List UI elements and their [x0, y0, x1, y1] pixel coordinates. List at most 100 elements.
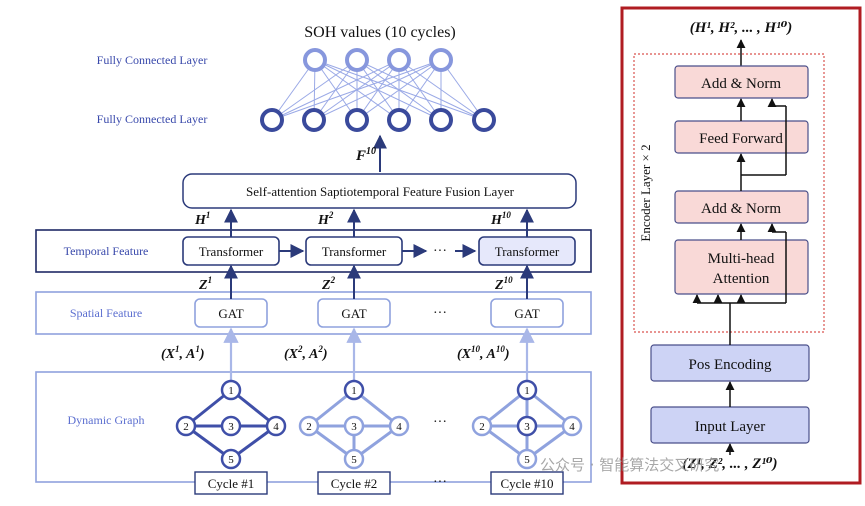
xa-close: ) — [198, 347, 205, 362]
cycle-box — [317, 471, 391, 495]
z-label-base: Z — [198, 278, 208, 293]
cycle-label: Cycle #10 — [500, 476, 553, 491]
cycle-label: Cycle #1 — [208, 476, 255, 491]
graph-node-1 — [220, 379, 242, 401]
cycle-label: Cycle #2 — [331, 476, 378, 491]
encoder-input-label: (Z¹, Z², ... , Z¹⁰) — [682, 456, 777, 472]
fc-connection — [314, 59, 442, 121]
xa-label: (X1, A1) — [161, 344, 205, 362]
graph-node-2 — [298, 415, 320, 437]
graph-node-label: 5 — [524, 454, 530, 466]
fc-bottom-neuron — [260, 108, 284, 132]
encoder-layer-label: Encoder Layer × 2 — [638, 144, 653, 241]
watermark: 公众号 · 智能算法交叉研究 — [540, 456, 719, 474]
gat-label: GAT — [341, 306, 366, 321]
fc-connection — [314, 59, 358, 121]
gat-label: GAT — [218, 306, 243, 321]
transformer-label: Transformer — [322, 244, 387, 259]
graph-node-label: 2 — [183, 421, 189, 433]
h-label-base: H — [317, 213, 330, 228]
z-label-sup: 10 — [504, 275, 514, 285]
h-label-sup: 1 — [206, 210, 211, 220]
fusion-layer-label: Self-attention Saptiotemporal Feature Fu… — [246, 184, 515, 199]
graph-node-label: 4 — [569, 421, 575, 433]
encoder-output-title: (H¹, H², ... , H¹⁰) — [690, 20, 793, 36]
fc-bottom-nodes — [260, 108, 496, 132]
graph-node-5 — [343, 448, 365, 470]
fusion-output-label: F10 — [355, 146, 376, 164]
soh-title: SOH values (10 cycles) — [304, 24, 456, 41]
fc-bottom-neuron — [472, 108, 496, 132]
encoder-arrows — [692, 98, 787, 455]
graph-node-3 — [220, 415, 242, 437]
fc-top-nodes — [303, 48, 453, 72]
graph-node-label: 1 — [351, 385, 357, 397]
temporal-label: Temporal Feature — [64, 244, 149, 258]
graph-node-2 — [175, 415, 197, 437]
fc-connection — [314, 59, 400, 121]
h-label-base: H — [490, 213, 503, 228]
graph-node-5 — [220, 448, 242, 470]
spatial-label: Spatial Feature — [70, 306, 142, 320]
fc-bottom-neuron — [387, 108, 411, 132]
xa-label: (X2, A2) — [284, 344, 328, 362]
fusion-output-sup: 10 — [366, 146, 376, 157]
graph-node-2 — [471, 415, 493, 437]
xa-x-sup: 2 — [297, 344, 303, 354]
xa-close: ) — [321, 347, 328, 362]
feed-forward-label: Feed Forward — [699, 131, 783, 147]
h-label: H1 — [194, 210, 210, 228]
graph-node-label: 1 — [228, 385, 234, 397]
graph-node-label: 3 — [228, 421, 234, 433]
cycle-box — [194, 471, 268, 495]
transformer-label: Transformer — [495, 244, 560, 259]
z-label-base: Z — [494, 278, 504, 293]
encoder-layer-dashed-box — [633, 53, 825, 333]
xa-a-sup: 2 — [317, 344, 323, 354]
z-label-base: Z — [321, 278, 331, 293]
graph-node-1 — [343, 379, 365, 401]
graph-node-4 — [388, 415, 410, 437]
gat-label: GAT — [514, 306, 539, 321]
xa-x-sup: 1 — [175, 344, 180, 354]
z-label-sup: 2 — [330, 275, 336, 285]
graph-node-label: 3 — [524, 421, 530, 433]
graph-node-3 — [516, 415, 538, 437]
h-label-sup: 10 — [502, 210, 512, 220]
graph-node-label: 1 — [524, 385, 530, 397]
fc-bottom-neuron — [302, 108, 326, 132]
add-norm-top-label: Add & Norm — [701, 76, 781, 92]
multihead-label-line1: Multi-head — [708, 251, 775, 267]
xa-a-sup: 1 — [195, 344, 200, 354]
fc-connections — [271, 59, 485, 121]
xa-mid: , A — [179, 347, 196, 362]
add-norm-top-box — [674, 65, 809, 99]
fc-connection — [271, 59, 316, 121]
z-label: Z1 — [198, 275, 212, 293]
transformer-label: Transformer — [199, 244, 264, 259]
xa-mid: , A — [479, 347, 496, 362]
graph-node-label: 2 — [306, 421, 312, 433]
xa-open: (X — [284, 347, 299, 362]
add-norm-bottom-label: Add & Norm — [701, 201, 781, 217]
graph-ellipsis: ··· — [433, 415, 447, 430]
fc-top-neuron — [345, 48, 369, 72]
graph-node-1 — [516, 379, 538, 401]
graph-node-label: 5 — [351, 454, 357, 466]
xa-label: (X10, A10) — [457, 344, 510, 362]
dynamic-graph-label: Dynamic Graph — [68, 413, 145, 427]
fc-connection — [314, 59, 485, 121]
h-label: H2 — [317, 210, 334, 228]
xa-a-sup: 10 — [496, 344, 506, 354]
fc-top-neuron — [429, 48, 453, 72]
xa-open: (X — [457, 347, 472, 362]
fusion-layer-box — [182, 173, 577, 209]
graph-node-5 — [516, 448, 538, 470]
spatial-ellipsis: ··· — [433, 306, 447, 321]
graph-node-label: 4 — [396, 421, 402, 433]
xa-mid: , A — [302, 347, 319, 362]
